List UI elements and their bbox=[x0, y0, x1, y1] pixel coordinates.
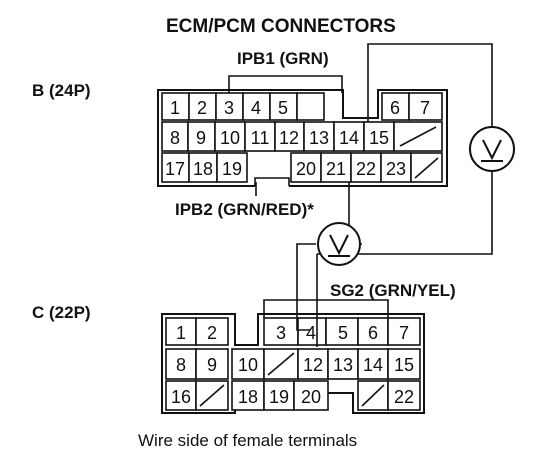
pin-b12 bbox=[274, 121, 305, 152]
pin-c8-label: 8 bbox=[176, 355, 186, 375]
pin-c3-label: 3 bbox=[276, 323, 286, 343]
pin-c9 bbox=[195, 348, 229, 380]
pin-b5b bbox=[296, 92, 325, 121]
pin-c1-label: 1 bbox=[176, 323, 186, 343]
pin-b17-label: 17 bbox=[165, 159, 185, 179]
pin-b22 bbox=[350, 152, 382, 183]
pin-b15 bbox=[363, 121, 395, 152]
pin-c16-label: 16 bbox=[171, 387, 191, 407]
pin-b24-slash bbox=[414, 157, 439, 179]
ipb2-label: IPB2 (GRN/RED)* bbox=[175, 200, 314, 219]
pin-c2 bbox=[195, 317, 229, 346]
pin-b23-label: 23 bbox=[386, 159, 406, 179]
pin-b20 bbox=[290, 152, 322, 183]
pin-b19 bbox=[216, 152, 248, 183]
pin-c11-slash bbox=[267, 352, 295, 376]
pin-c13-label: 13 bbox=[333, 355, 353, 375]
pin-b14-label: 14 bbox=[339, 128, 359, 148]
pin-c15 bbox=[387, 348, 421, 380]
sg2-bracket bbox=[263, 299, 389, 318]
pin-c18 bbox=[231, 380, 265, 411]
pin-b15-label: 15 bbox=[369, 128, 389, 148]
pin-b16-slash bbox=[399, 126, 437, 147]
pin-b13 bbox=[303, 121, 335, 152]
pin-c22-label: 22 bbox=[394, 387, 414, 407]
pin-b6 bbox=[381, 92, 410, 121]
connector-c-label: C (22P) bbox=[32, 303, 91, 322]
pin-b19-label: 19 bbox=[222, 159, 242, 179]
pin-b9-label: 9 bbox=[196, 128, 206, 148]
pin-b7 bbox=[408, 92, 443, 121]
pin-b11 bbox=[244, 121, 276, 152]
wire-meter-to-c4 bbox=[296, 243, 316, 331]
pin-b5-label: 5 bbox=[278, 98, 288, 118]
pin-c20 bbox=[293, 380, 329, 411]
pin-b10-label: 10 bbox=[220, 128, 240, 148]
pin-c21-slash bbox=[361, 384, 385, 407]
pin-b1-label: 1 bbox=[170, 98, 180, 118]
pin-c14-label: 14 bbox=[363, 355, 383, 375]
pin-b12-label: 12 bbox=[279, 128, 299, 148]
voltmeter-ipb2-icon bbox=[317, 222, 361, 266]
pin-c15-label: 15 bbox=[394, 355, 414, 375]
pin-c12 bbox=[297, 348, 329, 380]
pin-c16 bbox=[165, 380, 197, 411]
pin-c19-label: 19 bbox=[269, 387, 289, 407]
wire-b14-to-meter bbox=[367, 43, 493, 126]
pin-b2-label: 2 bbox=[197, 98, 207, 118]
ipb1-label: IPB1 (GRN) bbox=[237, 49, 329, 68]
pin-c10-label: 10 bbox=[238, 355, 258, 375]
pin-b9 bbox=[187, 121, 216, 152]
connector-b-label: B (24P) bbox=[32, 81, 91, 100]
pin-b13-label: 13 bbox=[309, 128, 329, 148]
pin-b18 bbox=[188, 152, 218, 183]
pin-c22 bbox=[387, 380, 421, 411]
pin-c12-label: 12 bbox=[303, 355, 323, 375]
sg2-label: SG2 (GRN/YEL) bbox=[330, 281, 456, 300]
pin-b8-label: 8 bbox=[170, 128, 180, 148]
pin-c2-label: 2 bbox=[207, 323, 217, 343]
pin-c9-label: 9 bbox=[207, 355, 217, 375]
pin-b18-label: 18 bbox=[193, 159, 213, 179]
pin-c3 bbox=[263, 317, 299, 346]
pin-b21-label: 21 bbox=[326, 159, 346, 179]
pin-b3-label: 3 bbox=[224, 98, 234, 118]
connector-c: 1 2 3 4 5 6 7 8 9 10 12 13 14 15 16 18 bbox=[161, 313, 425, 414]
connector-b: 1 2 3 4 5 6 7 8 9 10 11 12 13 14 bbox=[157, 89, 448, 188]
wire-meter-to-sg2 bbox=[317, 172, 493, 255]
pin-b11-label: 11 bbox=[251, 128, 270, 148]
pin-c17-slash bbox=[199, 384, 225, 407]
connector-b-notch bbox=[254, 177, 290, 186]
pin-c20-label: 20 bbox=[301, 387, 321, 407]
pin-b22-label: 22 bbox=[356, 159, 376, 179]
pin-c6-label: 6 bbox=[368, 323, 378, 343]
pin-b3 bbox=[215, 92, 244, 121]
voltmeter-ipb1-icon bbox=[469, 126, 515, 172]
pin-b4-label: 4 bbox=[251, 98, 261, 118]
ipb1-bracket bbox=[228, 75, 343, 93]
pin-b20-label: 20 bbox=[296, 159, 316, 179]
pin-c18-label: 18 bbox=[238, 387, 258, 407]
pin-b6-label: 6 bbox=[390, 98, 400, 118]
caption: Wire side of female terminals bbox=[138, 431, 357, 450]
pin-c7-label: 7 bbox=[399, 323, 409, 343]
diagram-title: ECM/PCM CONNECTORS bbox=[166, 16, 396, 37]
pin-c7 bbox=[387, 317, 421, 346]
pin-c4-label: 4 bbox=[306, 323, 316, 343]
pin-b4 bbox=[242, 92, 271, 121]
pin-b7-label: 7 bbox=[420, 98, 430, 118]
pin-c1 bbox=[165, 317, 197, 346]
pin-b1 bbox=[161, 92, 190, 121]
pin-c5-label: 5 bbox=[338, 323, 348, 343]
